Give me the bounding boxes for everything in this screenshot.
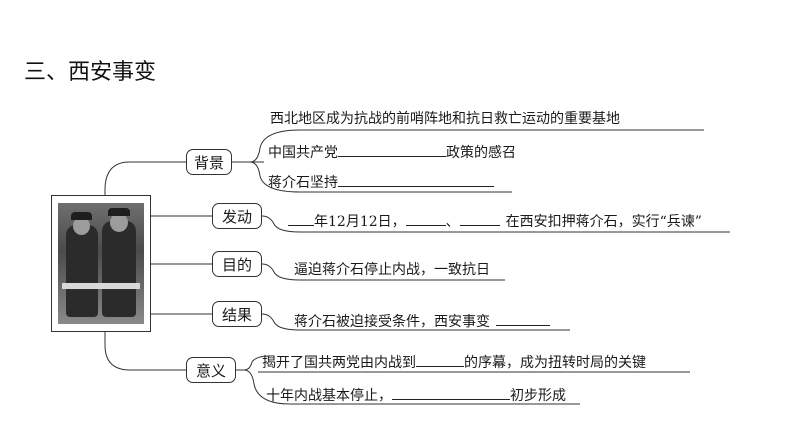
node-result: 结果 <box>212 301 262 327</box>
background-item-3: 蒋介石坚持 <box>268 172 494 192</box>
bg-branch-3 <box>232 161 512 193</box>
connector-to-significance <box>104 332 186 371</box>
historical-photo <box>58 203 144 324</box>
fill-blank[interactable] <box>288 211 314 226</box>
occurrence-item-1: 年12月12日，、在西安扣押蒋介石，实行“兵谏” <box>288 211 702 231</box>
node-background: 背景 <box>186 149 232 175</box>
background-item-1: 西北地区成为抗战的前哨阵地和抗日救亡运动的重要基地 <box>270 111 620 127</box>
result-item-1: 蒋介石被迫接受条件，西安事变 <box>294 311 550 331</box>
fill-blank[interactable] <box>496 311 550 326</box>
node-purpose: 目的 <box>212 251 262 277</box>
bg-branch-1 <box>232 129 704 163</box>
result-branch <box>261 313 570 331</box>
connector-to-background <box>104 161 186 195</box>
fill-blank[interactable] <box>405 211 446 226</box>
occ-branch <box>261 215 730 233</box>
sig-branch-1a <box>236 355 271 371</box>
fill-blank[interactable] <box>338 172 494 187</box>
historical-photo-frame <box>51 195 151 332</box>
fill-blank[interactable] <box>416 352 464 367</box>
fill-blank[interactable] <box>459 211 500 226</box>
fill-blank[interactable] <box>392 385 510 400</box>
significance-item-2: 十年内战基本停止，初步形成 <box>266 385 566 405</box>
significance-item-1: 揭开了国共两党由内战到的序幕，成为扭转时局的关键 <box>262 352 646 372</box>
purpose-item-1: 逼迫蒋介石停止内战，一致抗日 <box>294 262 490 278</box>
purpose-branch <box>261 263 505 281</box>
background-item-2: 中国共产党政策的感召 <box>268 142 516 162</box>
node-occurrence: 发动 <box>212 203 262 229</box>
fill-blank[interactable] <box>338 142 446 157</box>
sig-branch-2 <box>236 369 580 405</box>
node-significance: 意义 <box>186 357 236 383</box>
section-title: 三、西安事变 <box>24 60 157 85</box>
